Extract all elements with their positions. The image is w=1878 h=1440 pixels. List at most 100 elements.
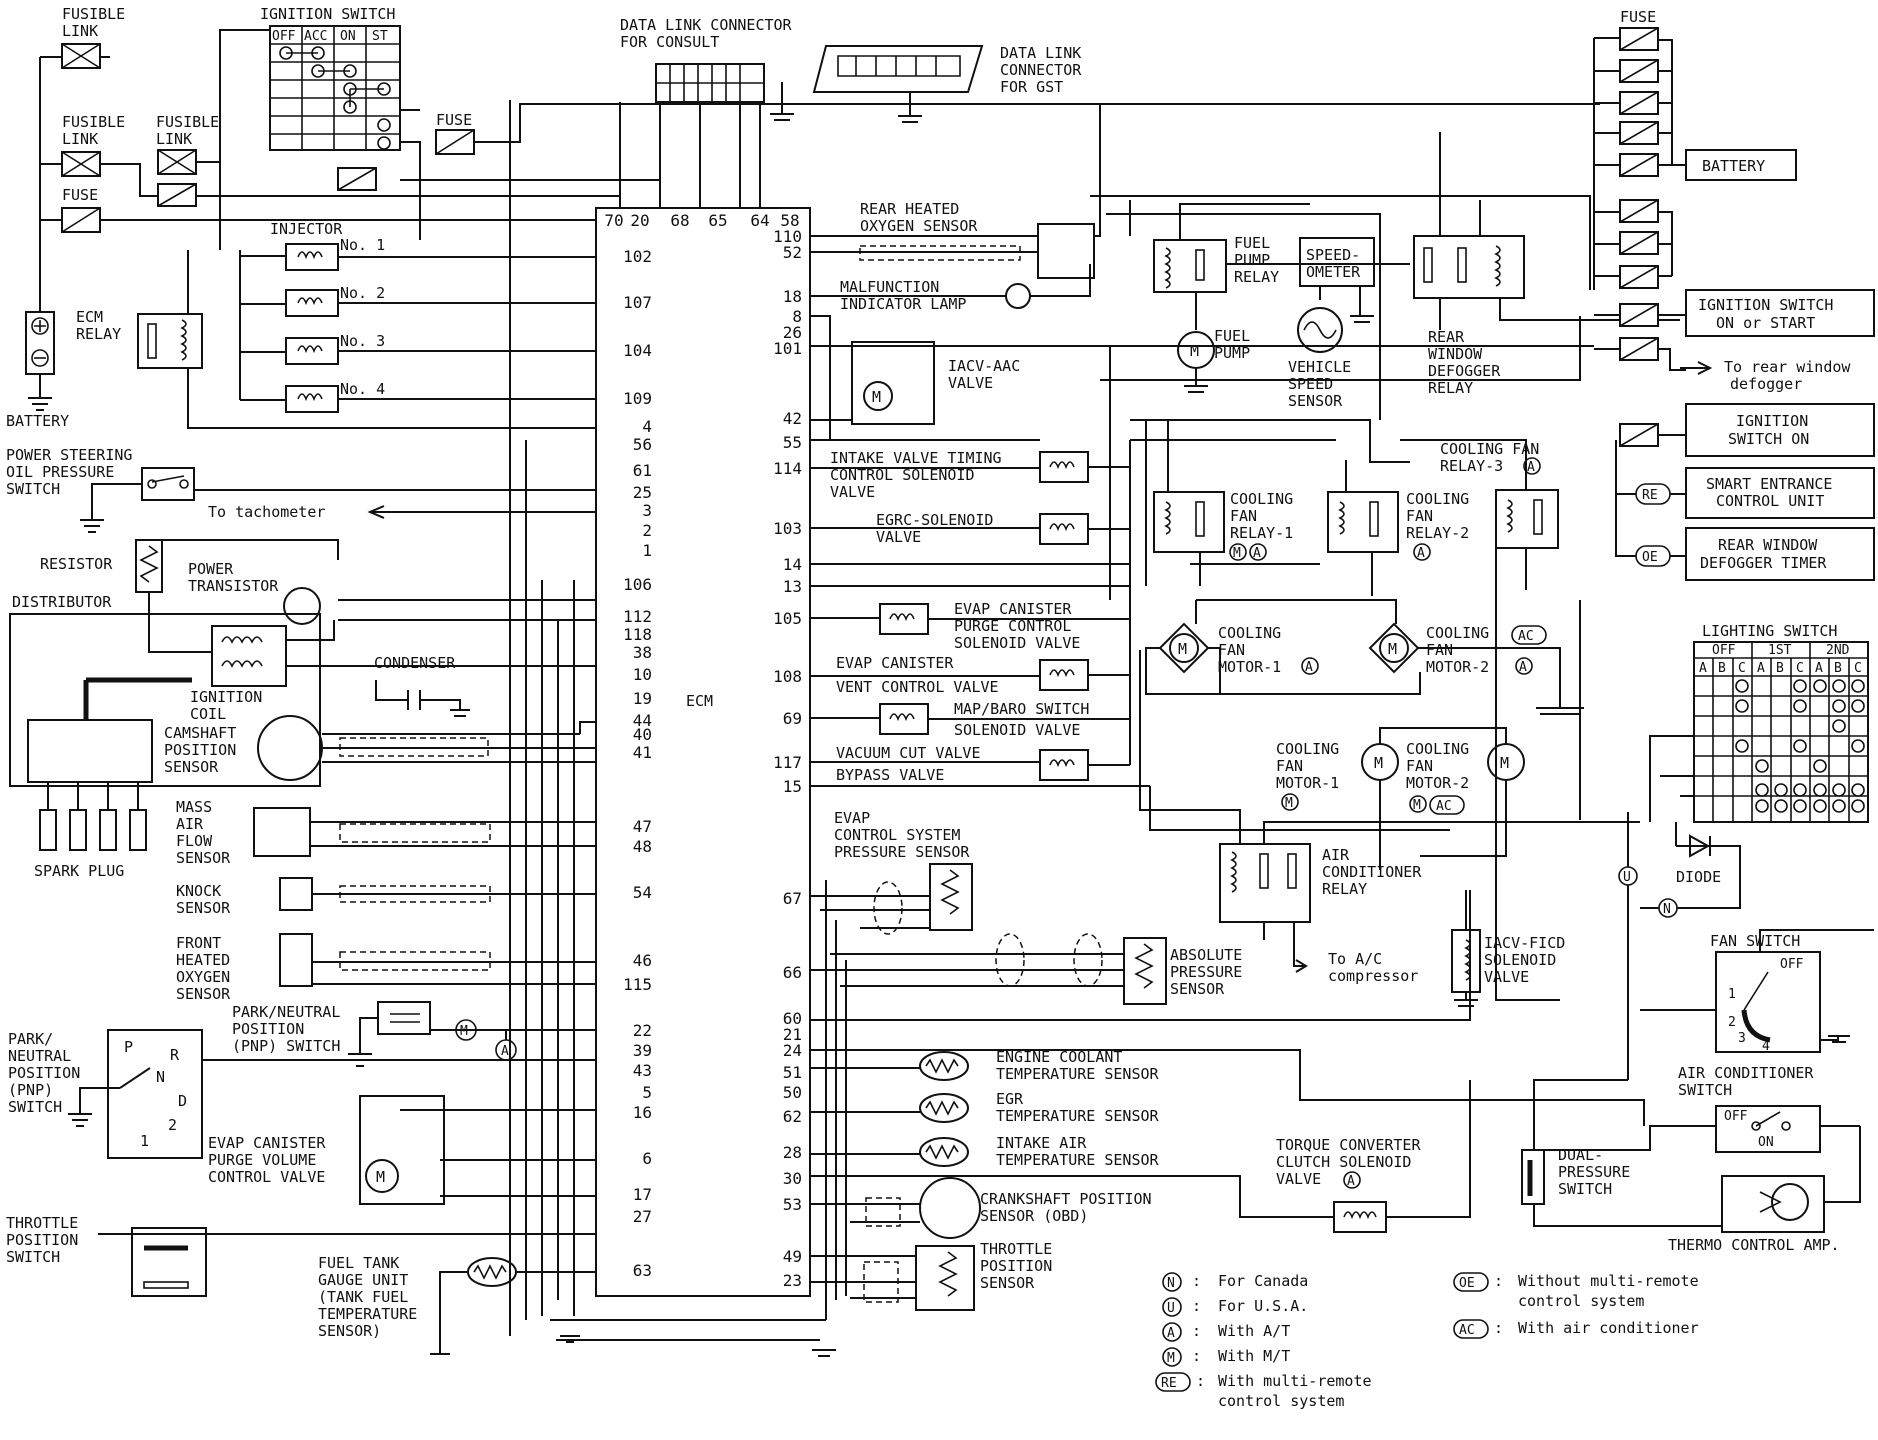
svg-text:FUSIBLE: FUSIBLE — [156, 113, 219, 131]
ac-switch: AIR CONDITIONER SWITCH OFF ON — [1530, 1064, 1860, 1153]
svg-text:ECM: ECM — [686, 692, 713, 710]
svg-text:SENSOR: SENSOR — [1288, 392, 1343, 410]
svg-text:DEFOGGER: DEFOGGER — [1428, 362, 1501, 380]
cooling-fan-motor-1a: M COOLING FAN MOTOR-1 A — [1158, 622, 1319, 676]
ecm-pin-103: 103 — [773, 519, 802, 538]
svg-text:POWER: POWER — [188, 560, 234, 578]
battery-left: BATTERY — [6, 311, 69, 430]
svg-text:FAN: FAN — [1276, 757, 1303, 775]
ecm-pin-4: 4 — [642, 417, 652, 436]
legend-item-canada: N : For Canada — [1162, 1272, 1308, 1292]
ecm-pin-53: 53 — [783, 1195, 802, 1214]
svg-text:RELAY-3: RELAY-3 — [1440, 457, 1503, 475]
svg-text:SWITCH: SWITCH — [1678, 1081, 1732, 1099]
svg-text:ABSOLUTE: ABSOLUTE — [1170, 946, 1242, 964]
cooling-fan-relay-2: COOLING FAN RELAY-2 A — [1327, 490, 1469, 561]
ecm-pin-56: 56 — [633, 435, 652, 454]
fuse-small-2 — [337, 167, 377, 191]
ecm-pin-1: 1 — [642, 541, 652, 560]
svg-text:FAN: FAN — [1406, 757, 1433, 775]
svg-text:OMETER: OMETER — [1306, 263, 1361, 281]
svg-text:LIGHTING SWITCH: LIGHTING SWITCH — [1702, 622, 1837, 640]
injector-2: No. 2 — [285, 284, 385, 317]
ecm-pin-52: 52 — [783, 243, 802, 262]
svg-text:BYPASS VALVE: BYPASS VALVE — [836, 766, 944, 784]
svg-text:PRESSURE SENSOR: PRESSURE SENSOR — [834, 843, 970, 861]
battery-box-right: BATTERY — [1685, 149, 1797, 181]
thermo-control-amp: THERMO CONTROL AMP. — [1668, 1126, 1861, 1254]
svg-text:TEMPERATURE SENSOR: TEMPERATURE SENSOR — [996, 1151, 1160, 1169]
svg-text:OFF: OFF — [1724, 1109, 1748, 1124]
svg-text:PARK/NEUTRAL: PARK/NEUTRAL — [232, 1003, 340, 1021]
ecm-pin-14: 14 — [783, 555, 802, 574]
svg-text:TEMPERATURE: TEMPERATURE — [318, 1305, 417, 1323]
svg-text:M: M — [1233, 546, 1241, 561]
svg-text:SENSOR): SENSOR) — [318, 1322, 381, 1340]
svg-text:COOLING FAN: COOLING FAN — [1440, 440, 1539, 458]
svg-text:EVAP CANISTER: EVAP CANISTER — [836, 654, 954, 672]
svg-text:BATTERY: BATTERY — [1702, 157, 1765, 175]
svg-text:ON: ON — [340, 29, 356, 44]
svg-text:THROTTLE: THROTTLE — [980, 1240, 1052, 1258]
svg-text:OXYGEN SENSOR: OXYGEN SENSOR — [860, 217, 978, 235]
svg-text:SENSOR: SENSOR — [176, 899, 231, 917]
svg-text:MOTOR-1: MOTOR-1 — [1218, 658, 1281, 676]
svg-text:To A/C: To A/C — [1328, 950, 1382, 968]
svg-text:EGR: EGR — [996, 1090, 1024, 1108]
svg-text:2: 2 — [168, 1116, 177, 1134]
svg-text:DUAL-: DUAL- — [1558, 1146, 1603, 1164]
ecm-pin-20: 20 — [630, 211, 649, 230]
svg-text:CONTROL UNIT: CONTROL UNIT — [1716, 492, 1824, 510]
svg-text:FAN: FAN — [1230, 507, 1257, 525]
svg-text:IACV-AAC: IACV-AAC — [948, 357, 1020, 375]
svg-text:SWITCH: SWITCH — [8, 1098, 62, 1116]
svg-text:FRONT: FRONT — [176, 934, 221, 952]
svg-text:RELAY: RELAY — [1234, 268, 1279, 286]
svg-text:VALVE: VALVE — [948, 374, 993, 392]
svg-text:SENSOR: SENSOR — [176, 985, 231, 1003]
spark-plugs: SPARK PLUG — [34, 782, 147, 880]
egrc-solenoid: EGRC-SOLENOID VALVE — [810, 511, 1130, 587]
svg-text:HEATED: HEATED — [176, 951, 230, 969]
svg-text:SPEED-: SPEED- — [1306, 246, 1360, 264]
svg-text:With multi-remote: With multi-remote — [1218, 1372, 1372, 1390]
svg-text:A: A — [501, 1044, 509, 1059]
ecm-pin-101: 101 — [773, 339, 802, 358]
svg-text:control system: control system — [1518, 1292, 1644, 1310]
svg-text:2: 2 — [1728, 1015, 1736, 1030]
svg-text:1: 1 — [140, 1132, 149, 1150]
svg-text:M: M — [1178, 640, 1187, 658]
svg-text:NEUTRAL: NEUTRAL — [8, 1047, 71, 1065]
svg-text:P: P — [124, 1038, 133, 1056]
svg-text:OXYGEN: OXYGEN — [176, 968, 230, 986]
svg-text:RELAY: RELAY — [76, 325, 121, 343]
svg-text:IGNITION: IGNITION — [190, 688, 262, 706]
svg-text:RELAY: RELAY — [1322, 880, 1367, 898]
ecm-pin-24: 24 — [783, 1041, 802, 1060]
svg-text:TEMPERATURE SENSOR: TEMPERATURE SENSOR — [996, 1107, 1160, 1125]
ecm-pin-63: 63 — [633, 1261, 652, 1280]
svg-text:defogger: defogger — [1730, 375, 1802, 393]
svg-text:M: M — [1500, 754, 1509, 772]
fuse-left: FUSE — [61, 186, 101, 233]
svg-text:FLOW: FLOW — [176, 832, 213, 850]
svg-text:AIR: AIR — [1322, 846, 1350, 864]
distributor-section: RESISTOR DISTRIBUTOR POWER TRANSISTOR IG… — [9, 539, 596, 787]
ac-relay: AIR CONDITIONER RELAY To A/C compressor — [1139, 650, 1640, 985]
cooling-fan-motor-1m: COOLING FAN MOTOR-1 M M — [1276, 740, 1399, 811]
cooling-fan-motor-2m: COOLING FAN MOTOR-2 M AC M — [1406, 740, 1525, 815]
svg-text:MOTOR-1: MOTOR-1 — [1276, 774, 1339, 792]
ecm-pin-16: 16 — [633, 1103, 652, 1122]
svg-text:(PNP): (PNP) — [8, 1081, 53, 1099]
cooling-fan-motor-2a: M COOLING FAN MOTOR-2 AC A — [1368, 622, 1547, 676]
svg-text:For U.S.A.: For U.S.A. — [1218, 1297, 1308, 1315]
ecm-pin-13: 13 — [783, 577, 802, 596]
ecm-pin-48: 48 — [633, 837, 652, 856]
svg-text:A: A — [1305, 660, 1313, 675]
lighting-switch: LIGHTING SWITCH OFF 1ST 2ND A B C A B C … — [1649, 622, 1869, 823]
svg-text:VALVE: VALVE — [1484, 968, 1529, 986]
ecm-pin-102: 102 — [623, 247, 652, 266]
svg-text:MOTOR-2: MOTOR-2 — [1426, 658, 1489, 676]
svg-text:A: A — [1417, 546, 1425, 561]
svg-text:EGRC-SOLENOID: EGRC-SOLENOID — [876, 511, 993, 529]
